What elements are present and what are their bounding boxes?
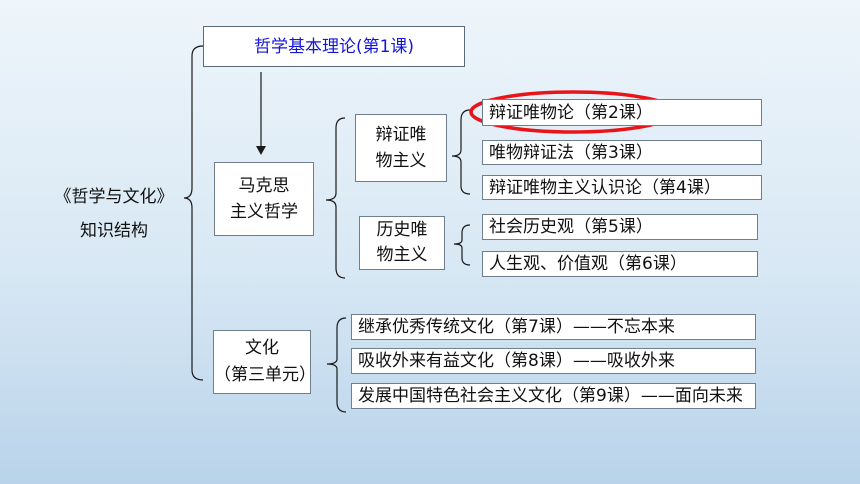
dialectical-line1: 辩证唯 — [375, 125, 427, 145]
lesson-3-label: 唯物辩证法（第3课） — [489, 142, 653, 163]
historical-line1: 历史唯 — [376, 220, 428, 240]
lesson-6-box: 人生观、价值观（第6课） — [482, 251, 758, 277]
lesson-6-label: 人生观、价值观（第6课） — [489, 254, 687, 274]
marxism-line1: 马克思 — [238, 176, 290, 196]
marxism-line2: 主义哲学 — [230, 202, 298, 222]
lesson-8-box: 吸收外来有益文化（第8课）——吸收外来 — [351, 348, 756, 374]
historical-brace — [453, 224, 471, 266]
root-label-line1: 《哲学与文化》 — [54, 187, 174, 207]
root-label-line2: 知识结构 — [80, 221, 148, 241]
philosophy-basic-theory-label: 哲学基本理论(第1课) — [253, 36, 415, 57]
dialectical-materialism-node: 辩证唯 物主义 — [355, 114, 447, 182]
lesson-5-box: 社会历史观（第5课） — [482, 214, 758, 240]
historical-materialism-node: 历史唯 物主义 — [359, 216, 445, 270]
historical-line2: 物主义 — [376, 245, 428, 265]
dialectical-line2: 物主义 — [375, 151, 427, 171]
culture-line2: （第三单元） — [214, 365, 316, 385]
culture-node: 文化 （第三单元） — [213, 330, 316, 394]
marxism-brace — [325, 117, 346, 279]
root-label: 《哲学与文化》 知识结构 — [44, 180, 184, 248]
lesson-2-label: 辩证唯物论（第2课） — [489, 102, 653, 123]
lesson-9-label: 发展中国特色社会主义文化（第9课）——面向未来 — [358, 386, 743, 406]
lesson-4-label: 辩证唯物主义认识论（第4课） — [489, 177, 721, 198]
lesson-7-label: 继承优秀传统文化（第7课）——不忘本来 — [358, 317, 675, 337]
lesson-5-label: 社会历史观（第5课） — [489, 217, 653, 237]
marxism-node: 马克思 主义哲学 — [214, 162, 314, 236]
lesson-4-box: 辩证唯物主义认识论（第4课） — [482, 175, 762, 200]
culture-brace — [326, 317, 347, 413]
philosophy-basic-theory-node: 哲学基本理论(第1课) — [203, 26, 465, 67]
lesson-8-label: 吸收外来有益文化（第8课）——吸收外来 — [358, 351, 675, 371]
lesson-2-box: 辩证唯物论（第2课） — [482, 99, 762, 126]
dialectical-brace — [451, 109, 471, 195]
main-brace — [183, 45, 204, 381]
lesson-3-box: 唯物辩证法（第3课） — [482, 140, 762, 165]
culture-line1: 文化 — [245, 338, 279, 358]
down-arrow-head — [256, 146, 266, 155]
lesson-9-box: 发展中国特色社会主义文化（第9课）——面向未来 — [351, 383, 756, 409]
lesson-7-box: 继承优秀传统文化（第7课）——不忘本来 — [351, 314, 756, 340]
